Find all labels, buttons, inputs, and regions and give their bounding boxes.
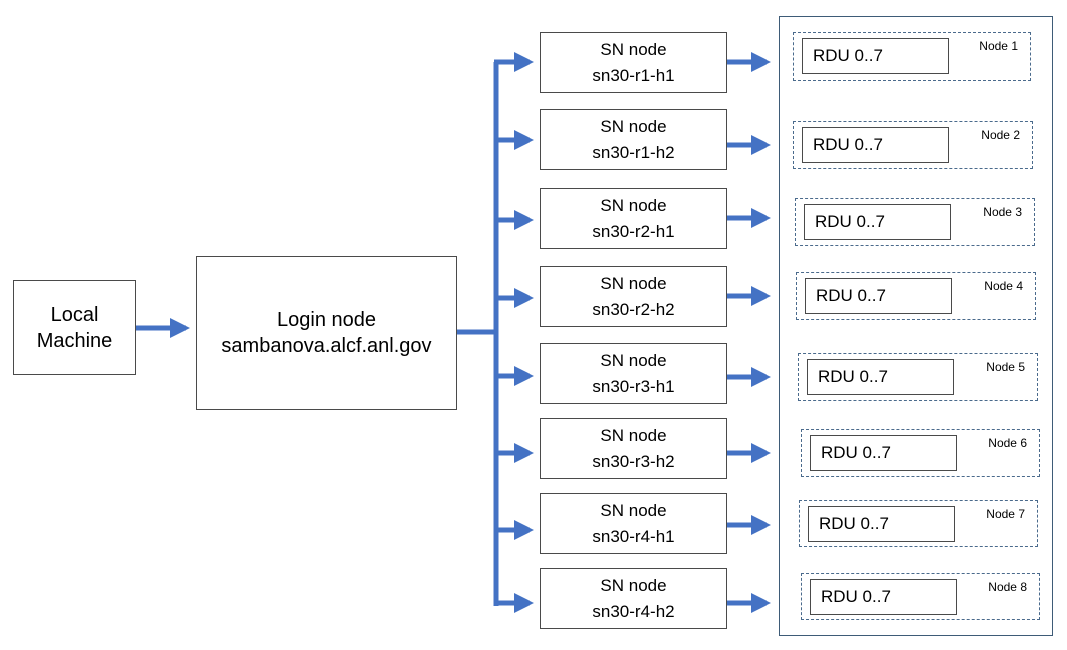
sn-node-label: SN node — [600, 117, 667, 136]
rdu-box: RDU 0..7 — [808, 506, 955, 542]
sn-node-label: SN node — [600, 40, 667, 59]
rdu-box: RDU 0..7 — [805, 278, 952, 314]
sn-node-host: sn30-r2-h1 — [592, 221, 675, 241]
local-machine-line1: Local — [50, 303, 99, 326]
sn-node-4: SN node sn30-r2-h2 — [540, 266, 727, 327]
sn-node-3: SN node sn30-r2-h1 — [540, 188, 727, 249]
login-node-line2: sambanova.alcf.anl.gov — [221, 335, 432, 357]
rdu-box: RDU 0..7 — [807, 359, 954, 395]
node-label: Node 5 — [986, 360, 1025, 374]
rdu-node-6: RDU 0..7 Node 6 — [801, 429, 1040, 477]
login-node-box: Login node sambanova.alcf.anl.gov — [196, 256, 457, 410]
rdu-cluster: RDU 0..7 Node 1 RDU 0..7 Node 2 RDU 0..7… — [779, 16, 1053, 636]
sn-node-label: SN node — [600, 426, 667, 445]
node-label: Node 2 — [981, 128, 1020, 142]
sn-node-5: SN node sn30-r3-h1 — [540, 343, 727, 404]
rdu-box: RDU 0..7 — [802, 127, 949, 163]
sn-node-host: sn30-r2-h2 — [592, 299, 675, 319]
rdu-node-3: RDU 0..7 Node 3 — [795, 198, 1035, 246]
sn-node-6: SN node sn30-r3-h2 — [540, 418, 727, 479]
node-label: Node 1 — [979, 39, 1018, 53]
node-label: Node 4 — [984, 279, 1023, 293]
node-label: Node 8 — [988, 580, 1027, 594]
rdu-node-2: RDU 0..7 Node 2 — [793, 121, 1033, 169]
sn-node-host: sn30-r4-h2 — [592, 601, 675, 621]
rdu-node-5: RDU 0..7 Node 5 — [798, 353, 1038, 401]
rdu-box: RDU 0..7 — [810, 435, 957, 471]
node-label: Node 6 — [988, 436, 1027, 450]
sn-node-7: SN node sn30-r4-h1 — [540, 493, 727, 554]
rdu-box: RDU 0..7 — [802, 38, 949, 74]
sn-node-host: sn30-r1-h1 — [592, 65, 675, 85]
sn-node-1: SN node sn30-r1-h1 — [540, 32, 727, 93]
sn-node-host: sn30-r4-h1 — [592, 526, 675, 546]
sn-node-8: SN node sn30-r4-h2 — [540, 568, 727, 629]
rdu-node-8: RDU 0..7 Node 8 — [801, 573, 1040, 620]
local-machine-line2: Machine — [36, 329, 113, 352]
sn-node-label: SN node — [600, 274, 667, 293]
rdu-node-4: RDU 0..7 Node 4 — [796, 272, 1036, 320]
rdu-node-1: RDU 0..7 Node 1 — [793, 32, 1031, 81]
sn-node-host: sn30-r3-h1 — [592, 376, 675, 396]
local-machine-box: Local Machine — [13, 280, 136, 375]
node-label: Node 3 — [983, 205, 1022, 219]
sn-node-2: SN node sn30-r1-h2 — [540, 109, 727, 170]
node-label: Node 7 — [986, 507, 1025, 521]
rdu-node-7: RDU 0..7 Node 7 — [799, 500, 1038, 547]
login-node-line1: Login node — [277, 309, 376, 331]
sn-node-label: SN node — [600, 576, 667, 595]
sn-node-label: SN node — [600, 501, 667, 520]
sn-node-host: sn30-r1-h2 — [592, 142, 675, 162]
rdu-box: RDU 0..7 — [810, 579, 957, 615]
sn-node-label: SN node — [600, 351, 667, 370]
rdu-box: RDU 0..7 — [804, 204, 951, 240]
sn-node-host: sn30-r3-h2 — [592, 451, 675, 471]
sn-node-label: SN node — [600, 196, 667, 215]
